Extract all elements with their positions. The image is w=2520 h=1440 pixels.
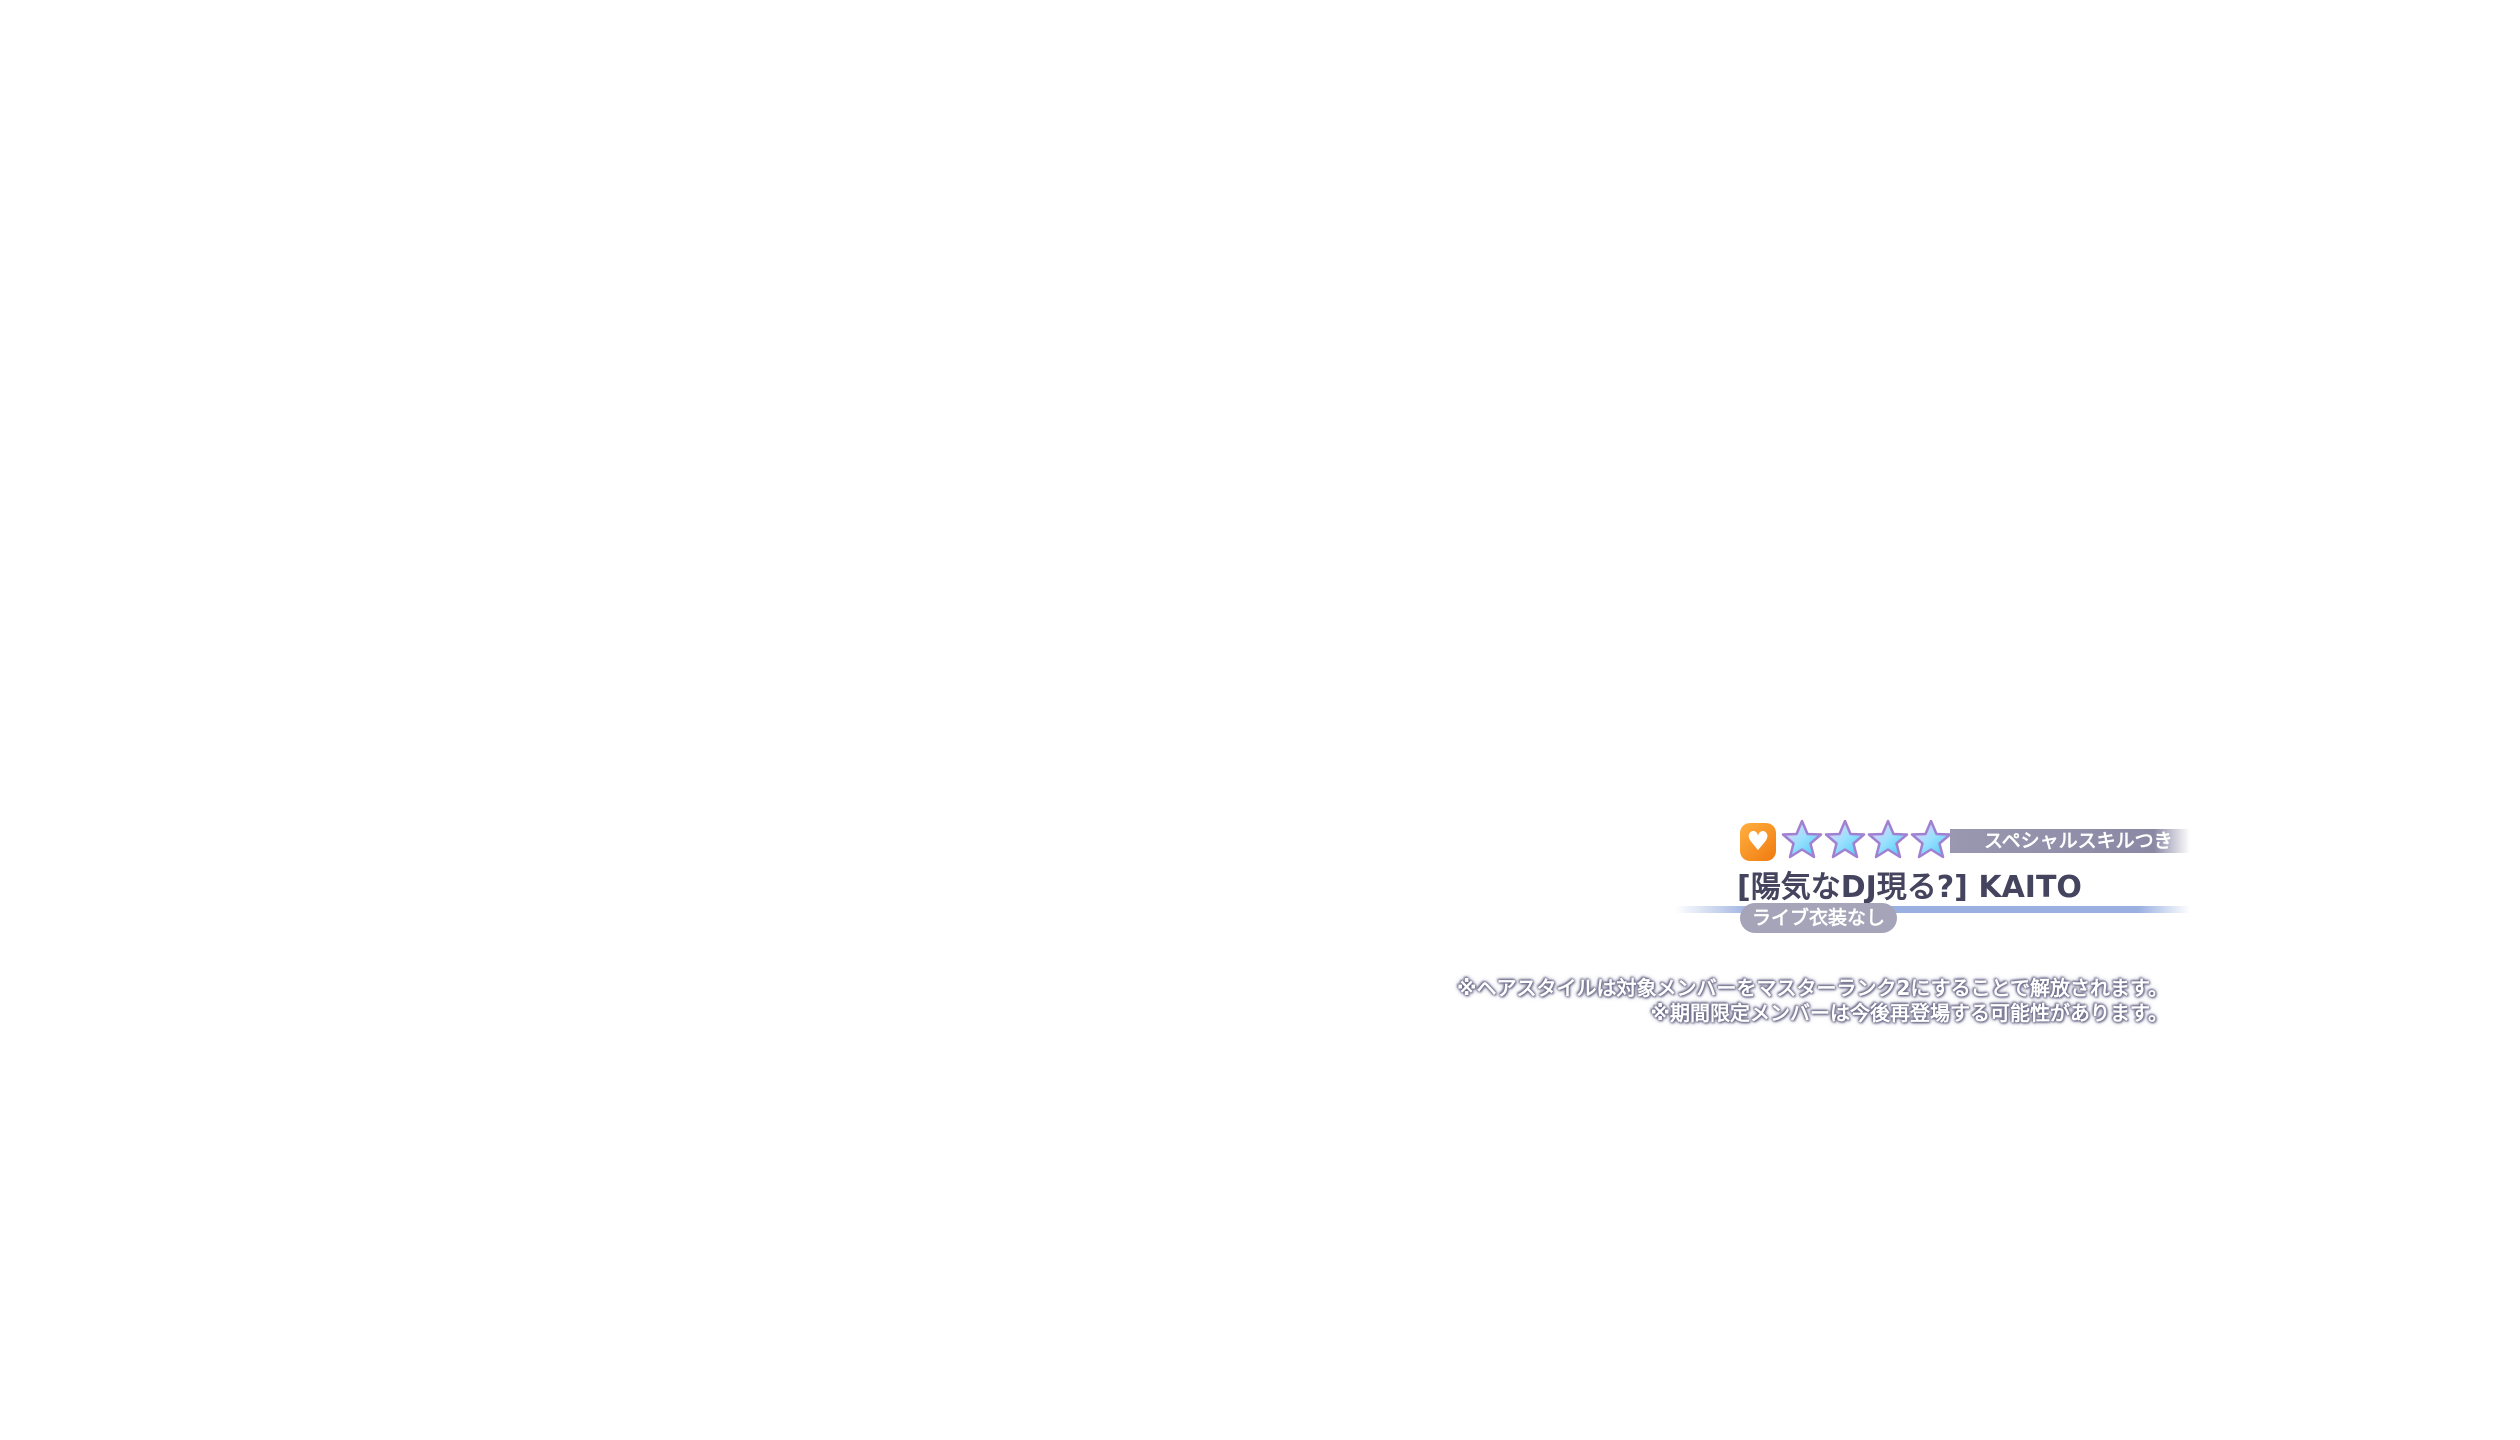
- rarity-star-icon: [1781, 819, 1823, 859]
- hairstyle-note: ※ヘアスタイルは対象メンバーをマスターランク2にすることで解放されます。: [1457, 976, 2168, 1000]
- limited-member-note: ※期間限定メンバーは今後再登場する可能性があります。: [1650, 1001, 2168, 1025]
- special-skill-badge: スペシャルスキルつき: [1950, 829, 2190, 853]
- heart-attribute-icon: ♥: [1740, 823, 1776, 861]
- divider-line: [1675, 906, 2190, 913]
- costume-badge: ライブ衣装なし: [1740, 903, 1897, 933]
- rarity-star-icon: [1824, 819, 1866, 859]
- card-title: [陽気なDJ現る?] KAITO: [1737, 870, 2082, 905]
- rarity-star-icon: [1867, 819, 1909, 859]
- rarity-star-icon: [1910, 819, 1952, 859]
